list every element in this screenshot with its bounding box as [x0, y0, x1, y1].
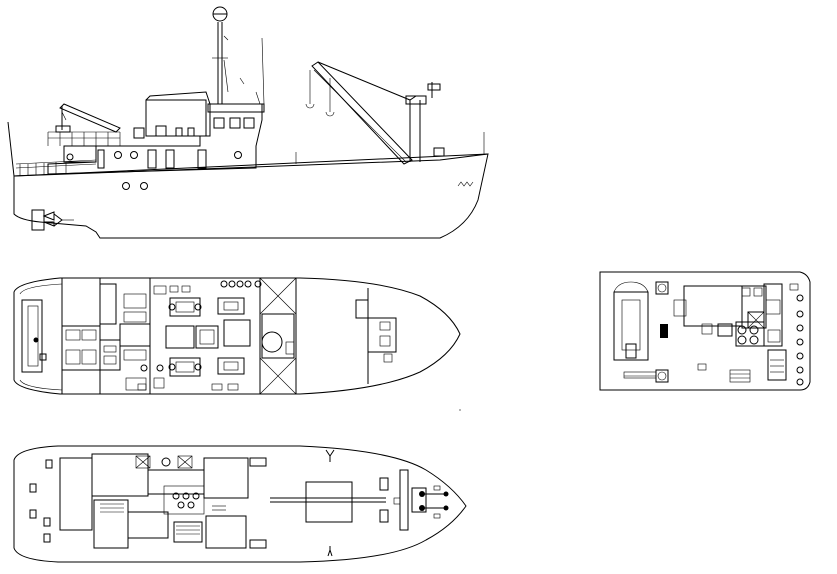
deckhouse: [59, 453, 249, 549]
fore-compartments: [355, 299, 397, 363]
superstructure-windows: [97, 125, 207, 169]
porthole: [140, 182, 148, 190]
bridge-wheelhouse: [673, 283, 787, 381]
dot: [459, 409, 461, 411]
bridge-windows: [213, 117, 255, 129]
main-deck-plan-view: [13, 277, 461, 411]
aft-davit: [55, 103, 121, 133]
bollards: [29, 457, 267, 549]
engine-room: [137, 280, 262, 391]
superstructure: [47, 103, 263, 175]
bridge-fittings: [697, 283, 804, 386]
inner-shell: [19, 283, 63, 295]
ship-profile-view: [7, 6, 489, 239]
anchor-icon: [325, 449, 335, 557]
bridge-deck-outline: [599, 271, 811, 391]
bridge-rail: [207, 103, 265, 113]
steering-gear-room: [21, 299, 43, 373]
upper-deck-hull: [13, 445, 467, 563]
tank-room: [259, 277, 297, 395]
crane-icon: [295, 61, 445, 165]
bridge-deck-plan-view: [599, 271, 811, 391]
upper-deck-plan-view: [13, 445, 467, 563]
boat-deck-rail: [47, 131, 121, 146]
bulkheads: [61, 278, 369, 394]
windlass: [379, 469, 449, 531]
aft-cabins: [61, 277, 151, 391]
aft-house: [63, 145, 97, 163]
mast-icon: [212, 6, 265, 105]
porthole: [122, 182, 130, 190]
mast-base: [660, 324, 668, 338]
davit-block: [655, 281, 669, 295]
bow-marks: [457, 181, 474, 187]
wheelhouse-roof: [145, 91, 211, 105]
lifeboat: [613, 281, 649, 361]
stern-detail: [7, 121, 15, 177]
propeller-icon: [31, 209, 74, 231]
hull-outline: [13, 153, 489, 239]
deck-rail: [15, 159, 97, 176]
main-deck-hull: [13, 277, 461, 395]
portholes-superstructure: [66, 151, 242, 161]
